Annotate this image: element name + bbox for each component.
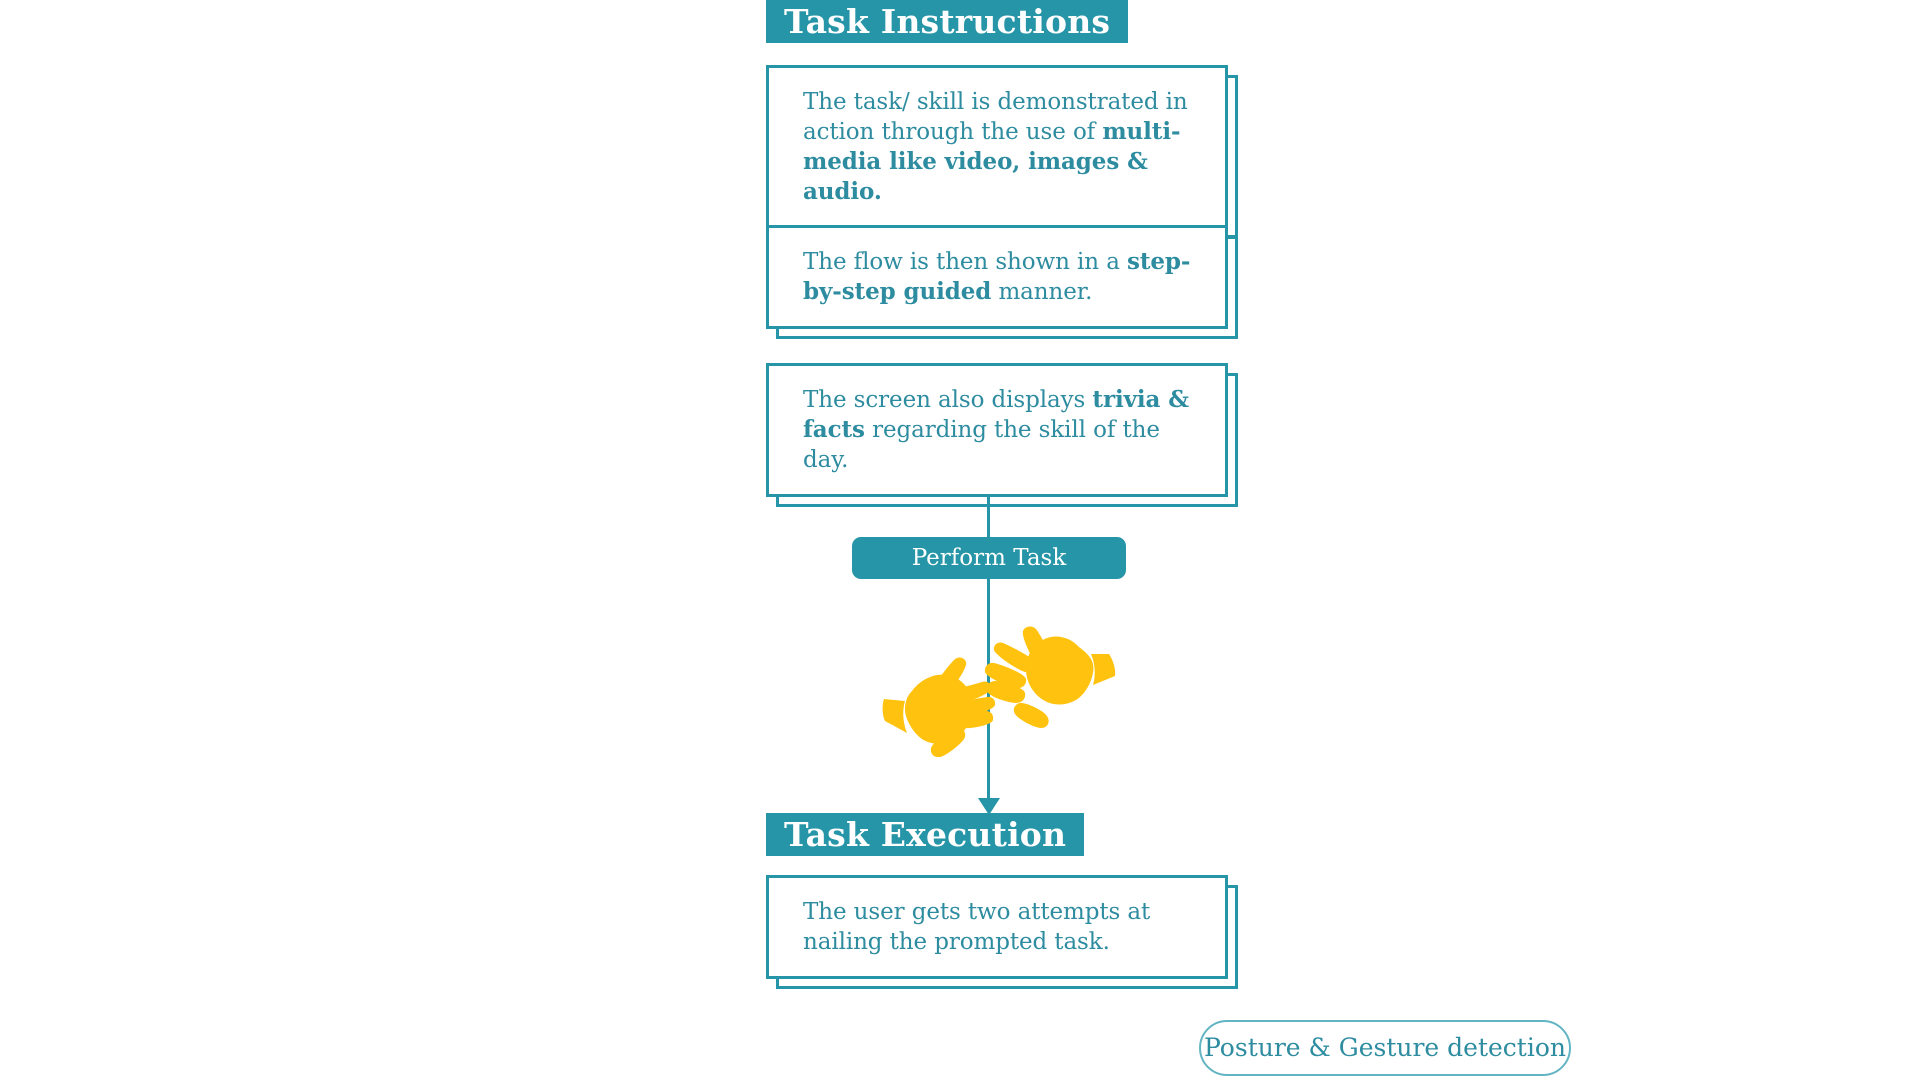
card-text-segment: manner. — [991, 279, 1093, 305]
card-text-emphasis: trivia & facts — [803, 386, 1189, 443]
card-text-segment: The screen also displays — [803, 387, 1093, 413]
info-card: The screen also displays trivia & facts … — [766, 363, 1238, 507]
card-body: The flow is then shown in a step-by-step… — [766, 225, 1228, 329]
card-text-segment: The flow is then shown in a — [803, 249, 1128, 275]
info-card: The task/ skill is demonstrated in actio… — [766, 65, 1238, 239]
info-card: The user gets two attempts at nailing th… — [766, 875, 1238, 989]
card-text: The task/ skill is demonstrated in actio… — [803, 87, 1195, 207]
card-text-segment: The task/ skill is demonstrated in actio… — [803, 89, 1188, 145]
info-card: The flow is then shown in a step-by-step… — [766, 225, 1238, 339]
card-text-emphasis: multi-media like video, images & audio. — [803, 118, 1181, 205]
flow-arrow-down-icon — [978, 798, 1000, 815]
card-text-segment: regarding the skill of the day. — [803, 417, 1160, 473]
card-body: The screen also displays trivia & facts … — [766, 363, 1228, 497]
card-text-segment: The user gets two attempts at nailing th… — [803, 899, 1151, 955]
flow-connector-line-upper — [987, 478, 990, 538]
perform-task-button[interactable]: Perform Task — [852, 537, 1126, 579]
card-text: The user gets two attempts at nailing th… — [803, 897, 1195, 957]
section-banner-task-execution: Task Execution — [766, 813, 1085, 856]
posture-gesture-detection-pill[interactable]: Posture & Gesture detection — [1199, 1020, 1571, 1076]
card-body: The task/ skill is demonstrated in actio… — [766, 65, 1228, 229]
card-text: The flow is then shown in a step-by-step… — [803, 247, 1195, 307]
two-hands-reaching-icon — [882, 626, 1116, 757]
card-text-emphasis: step-by-step guided — [803, 248, 1191, 305]
card-body: The user gets two attempts at nailing th… — [766, 875, 1228, 979]
flow-connector-line-lower — [987, 578, 990, 810]
card-text: The screen also displays trivia & facts … — [803, 385, 1195, 475]
section-banner-task-instructions: Task Instructions — [766, 0, 1129, 43]
